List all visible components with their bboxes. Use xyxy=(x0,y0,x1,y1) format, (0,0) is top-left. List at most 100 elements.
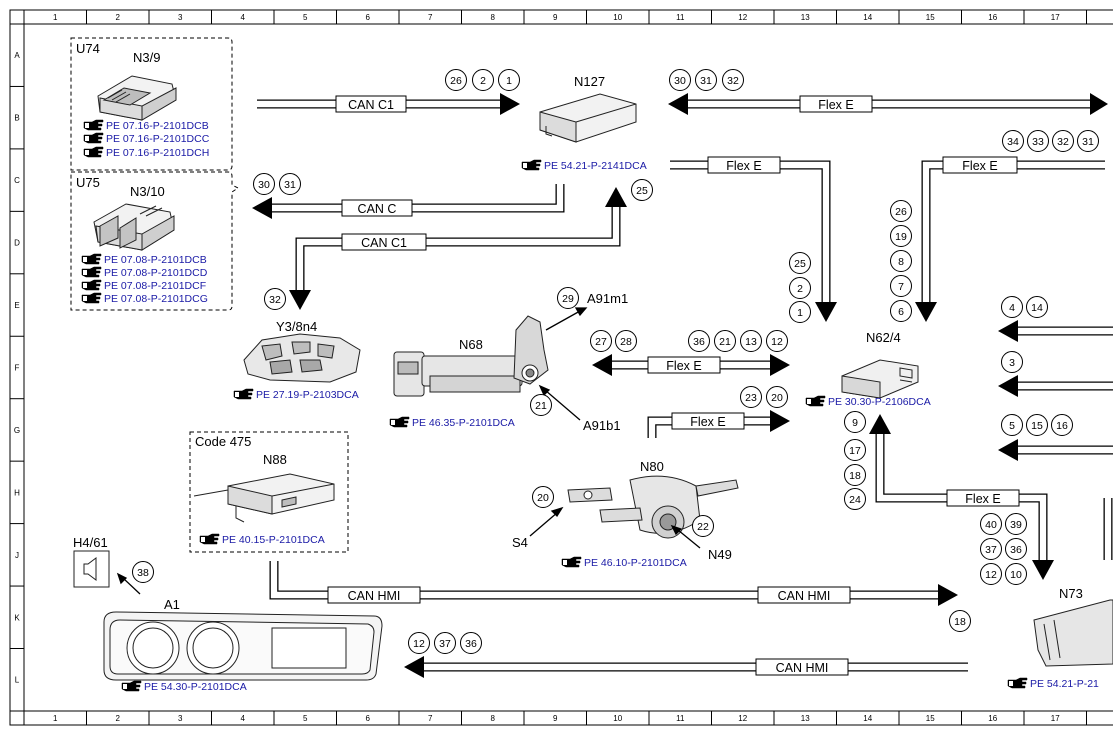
signal-circle xyxy=(1077,130,1099,152)
component-label-n62-4: N62/4 xyxy=(866,330,901,345)
pointing-hand-icon xyxy=(81,266,102,278)
grid-col-top-3: 3 xyxy=(178,13,183,22)
signal-circle xyxy=(408,632,430,654)
diagram-frame xyxy=(9,9,1113,726)
signal-number-text: 6 xyxy=(898,306,904,318)
signal-number-s10: 31 xyxy=(1077,130,1099,152)
signal-number-s38: 16 xyxy=(1051,414,1073,436)
component-label-n127: N127 xyxy=(574,74,605,89)
signal-number-text: 31 xyxy=(284,179,296,191)
pipe-can-c1-mid-inner xyxy=(296,202,620,294)
grid-col-top-10: 10 xyxy=(613,13,622,22)
component-label-n3-9: N3/9 xyxy=(133,50,160,65)
bus-labels: CAN C1 Flex E Flex E Flex E CAN C CAN C1… xyxy=(327,95,1020,676)
signal-circle xyxy=(132,561,154,583)
signal-number-s16: 8 xyxy=(890,250,912,272)
doc-ref-n80[interactable]: PE 46.10-P-2101DCA xyxy=(561,556,687,569)
signal-circle xyxy=(615,330,637,352)
doc-ref-n88[interactable]: PE 40.15-P-2101DCA xyxy=(199,533,325,546)
doc-ref-n3-9-b[interactable]: PE 07.16-P-2101DCC xyxy=(83,132,210,145)
signal-number-text: 32 xyxy=(269,294,281,306)
doc-ref-n3-10-c[interactable]: PE 07.08-P-2101DCF xyxy=(81,279,206,292)
signal-number-text: 7 xyxy=(898,281,904,293)
grid-col-top-14: 14 xyxy=(863,13,872,22)
grid-col-bottom-9: 9 xyxy=(553,714,558,723)
signal-circle xyxy=(890,200,912,222)
group-label-u75: U75 xyxy=(76,175,100,190)
grid-col-bottom-7: 7 xyxy=(428,714,433,723)
doc-ref-n68[interactable]: PE 46.35-P-2101DCA xyxy=(389,416,515,429)
signal-number-s17: 7 xyxy=(890,275,912,297)
grid-col-bottom-11: 11 xyxy=(676,714,685,723)
signal-number-text: 25 xyxy=(794,258,806,270)
arrowhead-flex-e-right-down xyxy=(915,302,937,322)
signal-circle xyxy=(980,563,1002,585)
signal-circle xyxy=(445,69,467,91)
n88-module-drawing xyxy=(193,473,335,523)
signal-circle xyxy=(844,439,866,461)
signal-number-s55: 36 xyxy=(460,632,482,654)
doc-ref-n73[interactable]: PE 54.21-P-21 xyxy=(1007,677,1099,690)
doc-ref-n3-10-b[interactable]: PE 07.08-P-2101DCD xyxy=(81,266,208,279)
signal-number-text: 20 xyxy=(771,392,783,404)
bus-label-flex-e-n68: Flex E xyxy=(666,359,701,373)
signal-number-s04: 30 xyxy=(669,69,691,91)
doc-ref-n3-9-a[interactable]: PE 07.16-P-2101DCB xyxy=(83,119,209,132)
n80-steering-switch-drawing xyxy=(567,475,739,539)
signal-number-text: 37 xyxy=(985,544,997,556)
bus-label-flex-e-right: Flex E xyxy=(962,159,997,173)
doc-ref-n62-4[interactable]: PE 30.30-P-2106DCA xyxy=(805,395,931,408)
signal-number-s40: 17 xyxy=(844,439,866,461)
grid-col-bottom-17: 17 xyxy=(1051,714,1060,723)
pointing-hand-icon xyxy=(81,253,102,265)
grid-row-L: L xyxy=(15,676,20,685)
signal-number-s51: 38 xyxy=(132,561,154,583)
bus-label-flex-e-n127: Flex E xyxy=(726,159,761,173)
doc-ref-text: PE 07.16-P-2101DCB xyxy=(106,120,209,132)
doc-ref-text: PE 54.21-P-2141DCA xyxy=(544,160,647,172)
signal-circle xyxy=(714,330,736,352)
y3-8n4-valve-body-drawing xyxy=(243,333,361,383)
signal-circle xyxy=(264,288,286,310)
doc-ref-y3-8n4[interactable]: PE 27.19-P-2103DCA xyxy=(233,388,359,401)
n68-steering-column-drawing xyxy=(393,315,549,397)
doc-ref-n3-10-d[interactable]: PE 07.08-P-2101DCG xyxy=(81,292,208,305)
doc-ref-text: PE 07.08-P-2101DCB xyxy=(104,254,207,266)
signal-circle xyxy=(692,515,714,537)
grid-col-bottom-12: 12 xyxy=(738,714,747,723)
grid-col-bottom-13: 13 xyxy=(801,714,810,723)
signal-number-text: 32 xyxy=(727,75,739,87)
signal-circle xyxy=(1051,414,1073,436)
signal-number-s11: 30 xyxy=(253,173,275,195)
component-label-s4: S4 xyxy=(512,535,528,550)
signal-circle xyxy=(1001,414,1023,436)
component-label-n68: N68 xyxy=(459,337,483,352)
pointing-hand-icon xyxy=(83,146,104,158)
signal-circle xyxy=(844,464,866,486)
grid-col-bottom-3: 3 xyxy=(178,714,183,723)
group-boxes xyxy=(70,37,349,553)
grid-labels: 1122334455667788991010111112121313141415… xyxy=(14,13,1060,723)
doc-ref-n3-10-a[interactable]: PE 07.08-P-2101DCB xyxy=(81,253,207,266)
signal-circle xyxy=(890,275,912,297)
signal-number-text: 24 xyxy=(849,494,861,506)
signal-number-text: 15 xyxy=(1031,420,1043,432)
doc-ref-text: PE 46.10-P-2101DCA xyxy=(584,557,687,569)
signal-circle xyxy=(669,69,691,91)
signal-number-text: 23 xyxy=(745,392,757,404)
bus-label-flex-e-top: Flex E xyxy=(818,98,853,112)
bus-label-flex-e-low: Flex E xyxy=(965,492,1000,506)
signal-number-s14: 26 xyxy=(890,200,912,222)
grid-row-H: H xyxy=(14,488,20,497)
doc-ref-n3-9-c[interactable]: PE 07.16-P-2101DCH xyxy=(83,146,209,159)
arrowhead-flex-e-n127-down xyxy=(815,302,837,322)
signal-circle xyxy=(1001,351,1023,373)
signal-number-s06: 32 xyxy=(722,69,744,91)
signal-number-s28: 28 xyxy=(615,330,637,352)
doc-ref-n127[interactable]: PE 54.21-P-2141DCA xyxy=(521,159,647,172)
arrowhead-e3-left xyxy=(998,375,1018,397)
doc-ref-a1[interactable]: PE 54.30-P-2101DCA xyxy=(121,680,247,693)
doc-ref-text: PE 27.19-P-2103DCA xyxy=(256,389,359,401)
signal-circle xyxy=(740,330,762,352)
